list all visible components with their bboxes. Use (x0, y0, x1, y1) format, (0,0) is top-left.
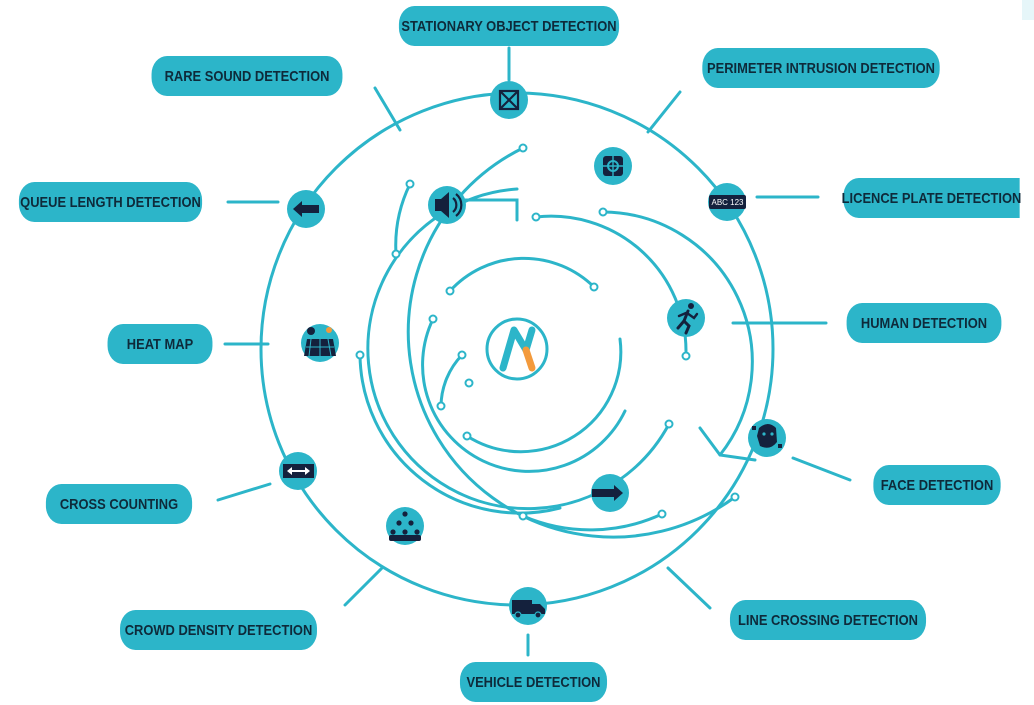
label-vehicle: VEHICLE DETECTION (459, 662, 608, 702)
running-person-icon (667, 299, 705, 337)
ring-6 (421, 317, 627, 473)
connector-line-crossing (666, 566, 712, 610)
vehicle-icon (509, 587, 547, 625)
connector-cross (216, 482, 272, 502)
label-human: HUMAN DETECTION (846, 303, 1002, 343)
node (681, 351, 691, 361)
face-scan-icon (748, 419, 786, 457)
licence-plate-text: ABC 123 (711, 198, 744, 207)
node (531, 212, 541, 222)
node (518, 143, 528, 153)
ring-11 (394, 182, 412, 256)
node (436, 401, 446, 411)
ring-12 (438, 198, 519, 222)
ring-4 (534, 214, 688, 353)
label-perimeter-intrusion: PERIMETER INTRUSION DETECTION (702, 48, 940, 88)
node (355, 350, 365, 360)
stationary-object-icon (490, 81, 528, 119)
n-logo-icon (485, 317, 549, 381)
label-crowd-density: CROWD DENSITY DETECTION (120, 610, 317, 650)
double-arrow-icon (279, 452, 317, 490)
heat-map-icon (301, 324, 339, 362)
speaker-icon (428, 186, 466, 224)
node (445, 286, 455, 296)
connector-rare-sound (373, 86, 402, 132)
corner-decoration (1022, 0, 1034, 20)
ring-4b (601, 210, 754, 457)
node (518, 511, 528, 521)
node (457, 350, 467, 360)
node (391, 249, 401, 259)
arrow-right-icon (591, 474, 629, 512)
label-stationary-object: STATIONARY OBJECT DETECTION (398, 6, 620, 46)
connector-face (791, 456, 852, 482)
crowd-icon (386, 507, 424, 545)
ring-9 (358, 353, 562, 515)
label-line-crossing: LINE CROSSING DETECTION (729, 600, 927, 640)
ring-8 (465, 337, 623, 454)
ring-13 (698, 426, 757, 462)
label-face: FACE DETECTION (873, 465, 1001, 505)
label-cross-counting: CROSS COUNTING (45, 484, 193, 524)
node (428, 314, 438, 324)
node (664, 419, 674, 429)
label-licence-plate: LICENCE PLATE DETECTION (842, 178, 1021, 218)
node (462, 431, 472, 441)
ring-7 (439, 353, 464, 408)
node (405, 179, 415, 189)
node (464, 378, 474, 388)
node (598, 207, 608, 217)
label-rare-sound: RARE SOUND DETECTION (151, 56, 343, 96)
node (730, 492, 740, 502)
arrow-left-icon (287, 190, 325, 228)
node (657, 509, 667, 519)
target-icon (594, 147, 632, 185)
connector-crowd (343, 566, 384, 607)
connector-perimeter (646, 90, 682, 134)
ring-10 (521, 512, 664, 532)
label-queue-length: QUEUE LENGTH DETECTION (18, 182, 203, 222)
label-heat-map: HEAT MAP (107, 324, 213, 364)
licence-plate-icon: ABC 123 (708, 183, 746, 221)
node (589, 282, 599, 292)
ring-5 (448, 256, 596, 293)
